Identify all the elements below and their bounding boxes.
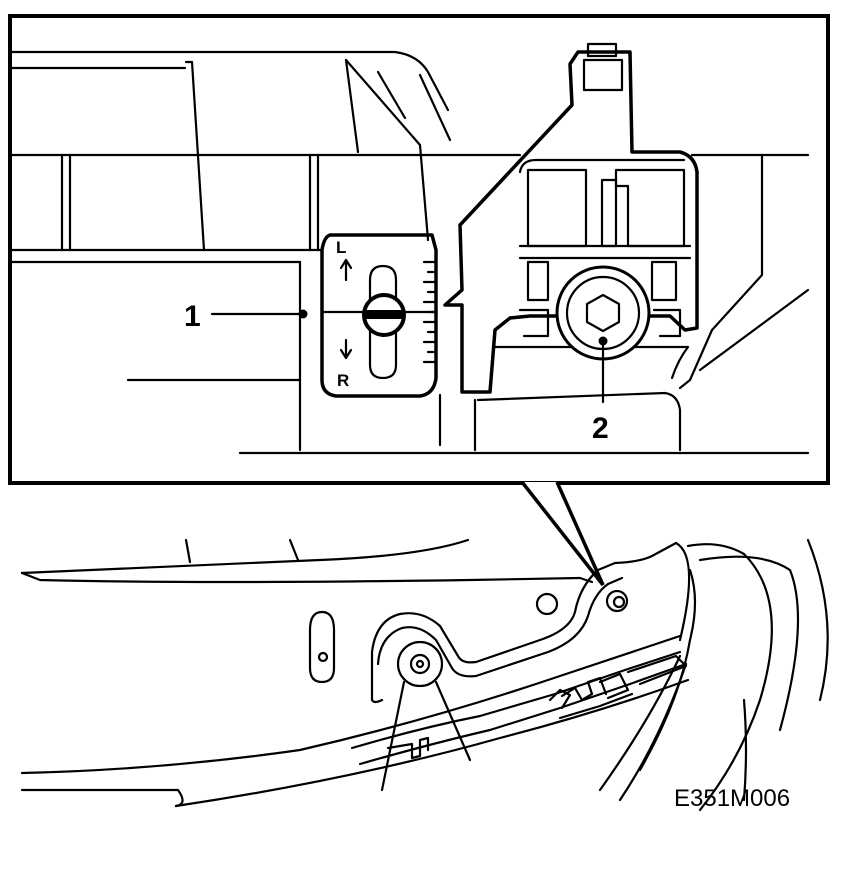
mounting-hole (535, 592, 559, 616)
mounting-bracket (443, 42, 699, 394)
callout-1-label: 1 (184, 300, 201, 333)
main-view (20, 538, 829, 812)
pivot (380, 640, 472, 792)
bolt-location (605, 589, 629, 613)
scale-letter-r: R (337, 371, 349, 390)
slotted-hole (308, 610, 336, 684)
callout-2-label: 2 (592, 412, 609, 445)
detail-pointer (520, 480, 605, 587)
scale-letter-l: L (336, 238, 346, 257)
adjuster-scale-ticks (422, 260, 438, 364)
adjuster-plate: L R (320, 233, 438, 398)
hex-socket-icon (585, 293, 621, 333)
arrow-up-icon (339, 258, 353, 282)
callout-1: 1 (184, 300, 308, 333)
callout-2: 2 (592, 336, 609, 445)
arrow-down-icon (339, 338, 353, 360)
figure-code: E351M006 (674, 785, 790, 812)
cable-clip (548, 654, 688, 720)
detail-inset: L R (8, 14, 830, 485)
screw-slot (366, 310, 402, 319)
inset-background-structure (8, 50, 810, 455)
